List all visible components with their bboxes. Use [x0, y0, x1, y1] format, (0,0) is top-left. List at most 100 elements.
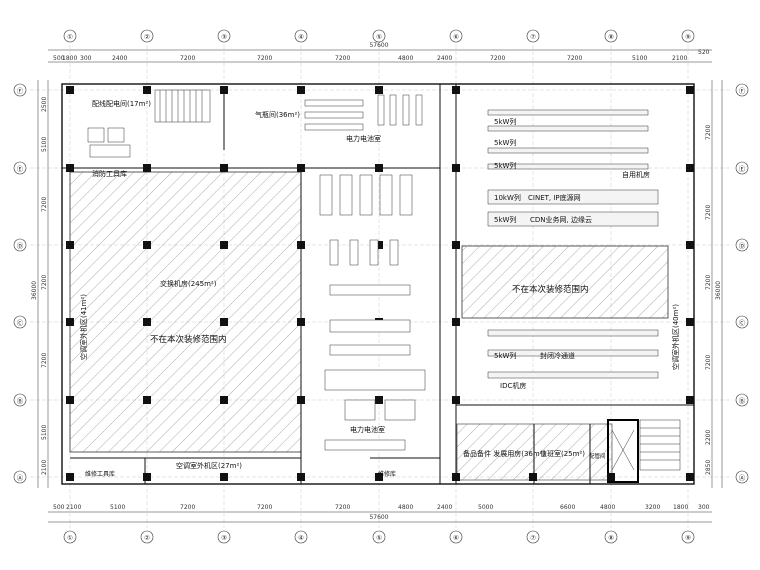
gas-room-label: 气瓶间(36m²) [255, 110, 300, 119]
col-axis-label: ⑧ [608, 33, 614, 41]
col-axis-label: ① [67, 534, 73, 542]
maint-tool-label: 维修工具库 [85, 470, 115, 478]
right-dim: 2850 [705, 460, 712, 475]
bottom-dim: 2100 [66, 504, 81, 511]
row-axis-label: Ⓐ [739, 474, 746, 482]
left-dims: 2500 5100 7200 7200 7200 5100 2100 36000 [31, 97, 48, 475]
bottom-dim: 4800 [600, 504, 615, 511]
row-axis-label: Ⓕ [17, 87, 24, 95]
row-axis-label: Ⓒ [739, 319, 746, 327]
power-equipment [304, 94, 426, 451]
col-axis-label: ⑥ [453, 33, 459, 41]
top-dim: 2400 [112, 55, 127, 62]
ac-area-right-label: 空调室外机区(40m²) [671, 304, 680, 370]
row-axis-left [13, 83, 27, 484]
spare-room-label: 备品备件 发展用房(36m²) [463, 449, 545, 458]
top-total-dim: 57600 [369, 42, 388, 49]
left-dim: 5100 [41, 137, 48, 152]
col-axis-label: ⑨ [685, 534, 691, 542]
column-axis-top [63, 29, 695, 43]
bottom-dim: 7200 [335, 504, 350, 511]
col-axis-label: ② [144, 534, 150, 542]
column-axis-bottom [63, 530, 695, 544]
col-axis-label: ⑦ [530, 33, 536, 41]
top-dim: 520 [698, 49, 710, 56]
rack-rows [487, 109, 659, 379]
top-dim: 7200 [180, 55, 195, 62]
col-axis-label: ③ [221, 33, 227, 41]
right-dim: 2200 [705, 430, 712, 445]
rack-label: 5kW列 [494, 138, 516, 147]
col-axis-label: ⑤ [376, 534, 382, 542]
out-of-scope-right-label: 不在本次装修范围内 [512, 284, 589, 295]
top-dim: 2400 [437, 55, 452, 62]
col-axis-label: ④ [298, 33, 304, 41]
row-axis-label: Ⓑ [739, 397, 746, 405]
bottom-dim: 5000 [478, 504, 493, 511]
col-axis-label: ⑤ [376, 33, 382, 41]
right-dim: 7200 [705, 205, 712, 220]
bottom-dim: 300 [698, 504, 710, 511]
col-axis-label: ⑦ [530, 534, 536, 542]
dimension-lines [37, 49, 723, 523]
bottom-dim: 6600 [560, 504, 575, 511]
col-axis-label: ⑨ [685, 33, 691, 41]
left-total-dim: 36000 [31, 281, 38, 300]
out-of-scope-left-label: 不在本次装修范围内 [150, 334, 227, 345]
row-axis-labels: Ⓕ Ⓔ Ⓓ Ⓒ Ⓑ Ⓐ Ⓕ Ⓔ Ⓓ Ⓒ Ⓑ Ⓐ [17, 87, 746, 482]
pipe-room-label: 配管间 [589, 452, 606, 460]
bottom-dim: 7200 [180, 504, 195, 511]
bottom-dim: 3200 [645, 504, 660, 511]
elevator-shaft [607, 419, 639, 483]
column-axis-labels: ① ② ③ ④ ⑤ ⑥ ⑦ ⑧ ⑨ ① ② ③ ④ ⑤ ⑥ ⑦ ⑧ ⑨ [67, 33, 691, 542]
col-axis-label: ③ [221, 534, 227, 542]
right-dim: 7200 [705, 125, 712, 140]
top-dim: 7200 [335, 55, 350, 62]
col-axis-label: ② [144, 33, 150, 41]
bottom-dim-segments: 500 2100 5100 7200 7200 7200 4800 2400 5… [53, 504, 710, 511]
col-axis-label: ⑥ [453, 534, 459, 542]
power-battery-room-label: 电力电池室 [346, 134, 381, 143]
bottom-dim: 2400 [437, 504, 452, 511]
row-axis-label: Ⓑ [17, 397, 24, 405]
row-axis-label: Ⓓ [17, 242, 24, 250]
left-dim: 7200 [41, 275, 48, 290]
rack-label: 5kW列 [494, 117, 516, 126]
out-of-scope-right-area [461, 245, 669, 319]
row-axis-right [735, 83, 749, 484]
row-axis-label: Ⓐ [17, 474, 24, 482]
duty-room-label: 值班室(25m²) [540, 449, 585, 458]
row-axis-label: Ⓒ [17, 319, 24, 327]
right-dim: 7200 [705, 355, 712, 370]
stairs-bottom [639, 419, 681, 471]
top-dim-segments: 500 1800 300 2400 7200 7200 7200 4800 24… [53, 49, 710, 62]
idc-room-label: IDC机房 [500, 381, 526, 390]
left-dim: 5100 [41, 425, 48, 440]
col-axis-label: ④ [298, 534, 304, 542]
rack-label: 10kW列 [494, 193, 521, 202]
distribution-room-label: 配线配电间(17m²) [92, 99, 151, 108]
building-outline [61, 83, 695, 485]
bottom-dim: 7200 [257, 504, 272, 511]
row-axis-label: Ⓓ [739, 242, 746, 250]
stairs-top [154, 89, 211, 123]
col-axis-label: ⑧ [608, 534, 614, 542]
bottom-dim: 500 [53, 504, 65, 511]
bottom-dim: 5100 [110, 504, 125, 511]
top-dim: 7200 [257, 55, 272, 62]
top-dim: 500 [53, 55, 65, 62]
left-dim: 2100 [41, 460, 48, 475]
top-dim: 1800 [62, 55, 77, 62]
battery-room-label: 电力电池室 [350, 425, 385, 434]
out-of-scope-left-area [69, 171, 302, 453]
top-dim: 4800 [398, 55, 413, 62]
ac-outdoor-bottom-label: 空调室外机区(27m²) [176, 461, 242, 470]
top-dim: 5100 [632, 55, 647, 62]
cdn-label: CDN业务网, 边缘云 [530, 215, 592, 224]
row-axis-label: Ⓕ [739, 87, 746, 95]
right-dim: 7200 [705, 275, 712, 290]
left-dim: 7200 [41, 197, 48, 212]
top-dim: 2100 [672, 55, 687, 62]
